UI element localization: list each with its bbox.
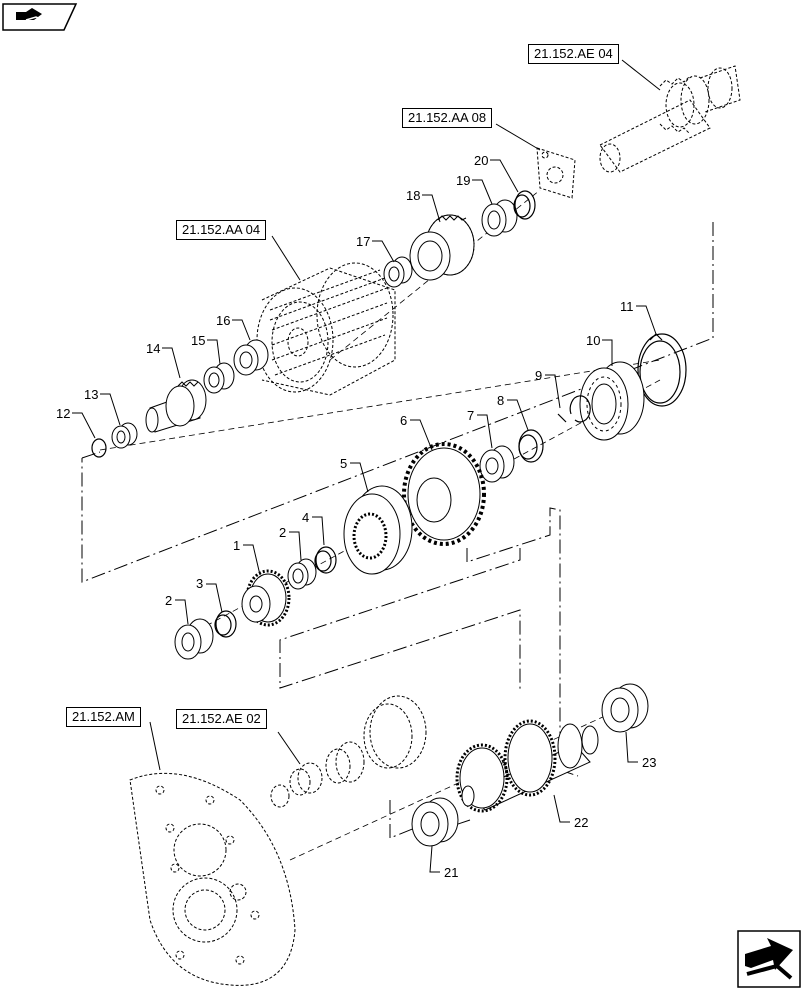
callout-9: 9 (535, 368, 543, 383)
callout-5: 5 (340, 456, 348, 471)
callout-4: 4 (302, 510, 310, 525)
callout-8: 8 (497, 393, 505, 408)
ring-3 (214, 610, 237, 638)
ref-box-am[interactable]: 21.152.AM (66, 707, 141, 727)
bearing-23 (601, 683, 649, 733)
shaft-14 (145, 379, 207, 433)
bearing-17 (383, 256, 413, 288)
callout-2-lower: 2 (165, 593, 173, 608)
bearing-10 (579, 361, 645, 441)
callout-21: 21 (444, 865, 459, 880)
callout-16: 16 (216, 313, 231, 328)
book-arrow-icon[interactable] (2, 3, 78, 31)
snap-ring-11 (637, 333, 687, 407)
ring-20 (513, 190, 536, 220)
callout-3: 3 (196, 576, 204, 591)
bearings-ae02 (270, 695, 427, 808)
sleeve-5 (343, 485, 413, 575)
countershaft-22 (455, 719, 599, 813)
bearing-7 (479, 445, 515, 483)
ref-box-ae02[interactable]: 21.152.AE 02 (176, 709, 267, 729)
bearing-2-upper (287, 558, 317, 590)
ref-box-ae04[interactable]: 21.152.AE 04 (528, 44, 619, 64)
gear-6 (402, 442, 486, 546)
callout-19: 19 (456, 173, 471, 188)
output-shaft-top (599, 65, 741, 173)
ring-12 (91, 438, 107, 458)
bearing-13 (111, 422, 138, 449)
callout-12: 12 (56, 406, 71, 421)
callout-18: 18 (406, 188, 421, 203)
next-page-arrow-icon[interactable] (737, 930, 801, 988)
callout-10: 10 (586, 333, 601, 348)
bearing-19 (481, 199, 518, 237)
ref-box-aa04[interactable]: 21.152.AA 04 (176, 220, 267, 240)
bearing-2-lower (174, 618, 214, 660)
callout-2-upper: 2 (279, 525, 287, 540)
callout-1: 1 (233, 538, 241, 553)
callout-20: 20 (474, 153, 489, 168)
assembly-boundary-lines (81, 222, 714, 839)
ref-box-aa08[interactable]: 21.152.AA 08 (402, 108, 493, 128)
callout-17: 17 (356, 234, 371, 249)
callout-11: 11 (620, 299, 634, 314)
bracket-aa08 (536, 147, 576, 199)
callout-leaders (72, 59, 661, 873)
clutch-pack (256, 262, 396, 396)
callout-23: 23 (642, 755, 657, 770)
callout-22: 22 (574, 815, 589, 830)
gear-18 (409, 214, 475, 281)
callout-6: 6 (400, 413, 408, 428)
bearing-15 (203, 362, 235, 394)
callout-7: 7 (467, 408, 475, 423)
ring-8 (518, 429, 544, 463)
bearing-21 (411, 797, 459, 847)
callout-13: 13 (84, 387, 99, 402)
housing-plate (129, 772, 296, 986)
bearing-16 (233, 339, 269, 376)
ring-4 (314, 546, 337, 574)
gear-1 (241, 569, 291, 627)
clip-9 (557, 395, 591, 423)
callout-15: 15 (191, 333, 206, 348)
callout-14: 14 (146, 341, 161, 356)
